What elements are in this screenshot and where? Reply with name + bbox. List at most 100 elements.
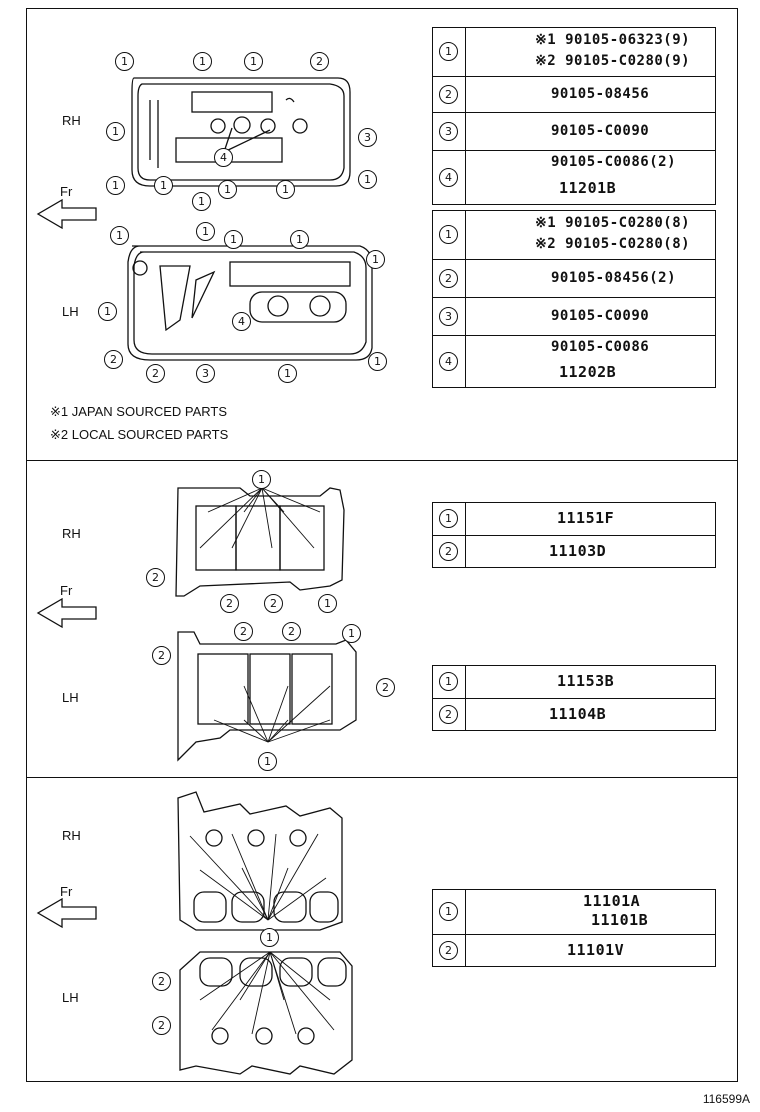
callout-number: 1 [154,176,173,195]
callout-number: 1 [368,352,387,371]
callout-number: 4 [439,352,458,371]
callout-number: 1 [439,509,458,528]
callout-number: 3 [196,364,215,383]
lh-cylinder-head-drawing [179,951,353,1075]
front-label: Fr [60,583,73,598]
callout-number: 1 [342,624,361,643]
table-row: 2 90105-08456(2) [433,259,715,298]
table-row: 3 90105-C0090 [433,297,715,336]
callout-number: 3 [439,307,458,326]
front-arrow-icon [36,198,97,230]
part-number: 90105-C0086(2) [551,154,677,170]
callout-number: 2 [104,350,123,369]
part-number: 90105-08456 [551,86,650,102]
part-number: 11151F [557,509,615,527]
lh-parts-table: 1 ※1 90105-C0280(8) ※2 90105-C0280(8) 2 … [432,210,716,388]
callout-number: 1 [244,52,263,71]
part-number: 11101A [583,892,641,910]
callout-number: 4 [232,312,251,331]
callout-number: 2 [264,594,283,613]
rh-bearing-cap-table: 1 11151F 2 11103D [432,502,716,568]
callout-number: 2 [439,85,458,104]
lh-label: LH [62,690,79,705]
callout-number: 1 [278,364,297,383]
callout-number: 1 [358,170,377,189]
callout-number: 1 [193,52,212,71]
part-number: 11101B [591,911,649,929]
rh-label: RH [62,828,81,843]
callout-number: 1 [224,230,243,249]
table-row: 1 11153B [433,666,715,698]
callout-number: 1 [192,192,211,211]
part-number: 90105-C0086 [551,339,650,355]
callout-number: 1 [218,180,237,199]
callout-number: 2 [439,705,458,724]
callout-number: 2 [439,269,458,288]
callout-number: 2 [146,568,165,587]
section-divider [26,777,738,778]
part-number: 90105-08456(2) [551,270,677,286]
callout-number: 2 [152,972,171,991]
rh-cylinder-head-drawing [177,791,343,931]
note-local-sourced: ※2 LOCAL SOURCED PARTS [50,427,229,442]
callout-number: 1 [439,42,458,61]
callout-number: 1 [439,902,458,921]
table-row: 4 90105-C0086(2) 11201B [433,150,715,205]
section-divider [26,460,738,461]
part-number: 90105-C0090 [551,308,650,324]
callout-number: 2 [439,941,458,960]
part-number: ※1 90105-C0280(8) [535,215,691,231]
part-number: ※2 90105-C0280(9) [535,53,691,69]
part-number: 11103D [549,542,607,560]
lh-bearing-cap-table: 1 11153B 2 11104B [432,665,716,731]
callout-number: 1 [258,752,277,771]
lh-cam-cover-drawing [127,245,373,361]
part-number: 11201B [559,179,617,197]
table-row: 1 11101A 11101B [433,890,715,934]
table-row: 3 90105-C0090 [433,112,715,151]
callout-number: 1 [98,302,117,321]
rh-cam-cover-drawing [131,77,351,187]
part-number: 90105-C0090 [551,123,650,139]
callout-number: 1 [110,226,129,245]
front-arrow-icon [36,597,97,629]
callout-number: 2 [152,646,171,665]
callout-number: 1 [276,180,295,199]
callout-number: 4 [214,148,233,167]
lh-label: LH [62,304,79,319]
lh-bearing-cap-drawing [177,631,357,762]
callout-number: 1 [366,250,385,269]
rh-label: RH [62,526,81,541]
callout-number: 1 [439,225,458,244]
callout-number: 3 [358,128,377,147]
front-arrow-icon [36,897,97,929]
rh-bearing-cap-drawing [175,487,345,597]
callout-number: 1 [106,122,125,141]
table-row: 2 11104B [433,698,715,731]
note-japan-sourced: ※1 JAPAN SOURCED PARTS [50,404,228,419]
lh-label: LH [62,990,79,1005]
callout-number: 1 [260,928,279,947]
callout-number: 1 [252,470,271,489]
cylinder-head-bolt-table: 1 11101A 11101B 2 11101V [432,889,716,967]
callout-number: 2 [152,1016,171,1035]
callout-number: 2 [282,622,301,641]
diagram-frame [26,8,738,1082]
callout-number: 2 [146,364,165,383]
illustration-code: 116599A [702,1092,750,1106]
callout-number: 1 [115,52,134,71]
callout-number: 1 [106,176,125,195]
callout-number: 2 [310,52,329,71]
part-number: 11153B [557,672,615,690]
table-row: 2 11103D [433,535,715,568]
callout-number: 2 [376,678,395,697]
part-number: ※1 90105-06323(9) [535,32,691,48]
callout-number: 1 [196,222,215,241]
callout-number: 1 [290,230,309,249]
table-row: 2 90105-08456 [433,76,715,113]
callout-number: 1 [439,672,458,691]
callout-number: 2 [234,622,253,641]
callout-number: 2 [439,542,458,561]
part-number: 11202B [559,363,617,381]
callout-number: 1 [318,594,337,613]
